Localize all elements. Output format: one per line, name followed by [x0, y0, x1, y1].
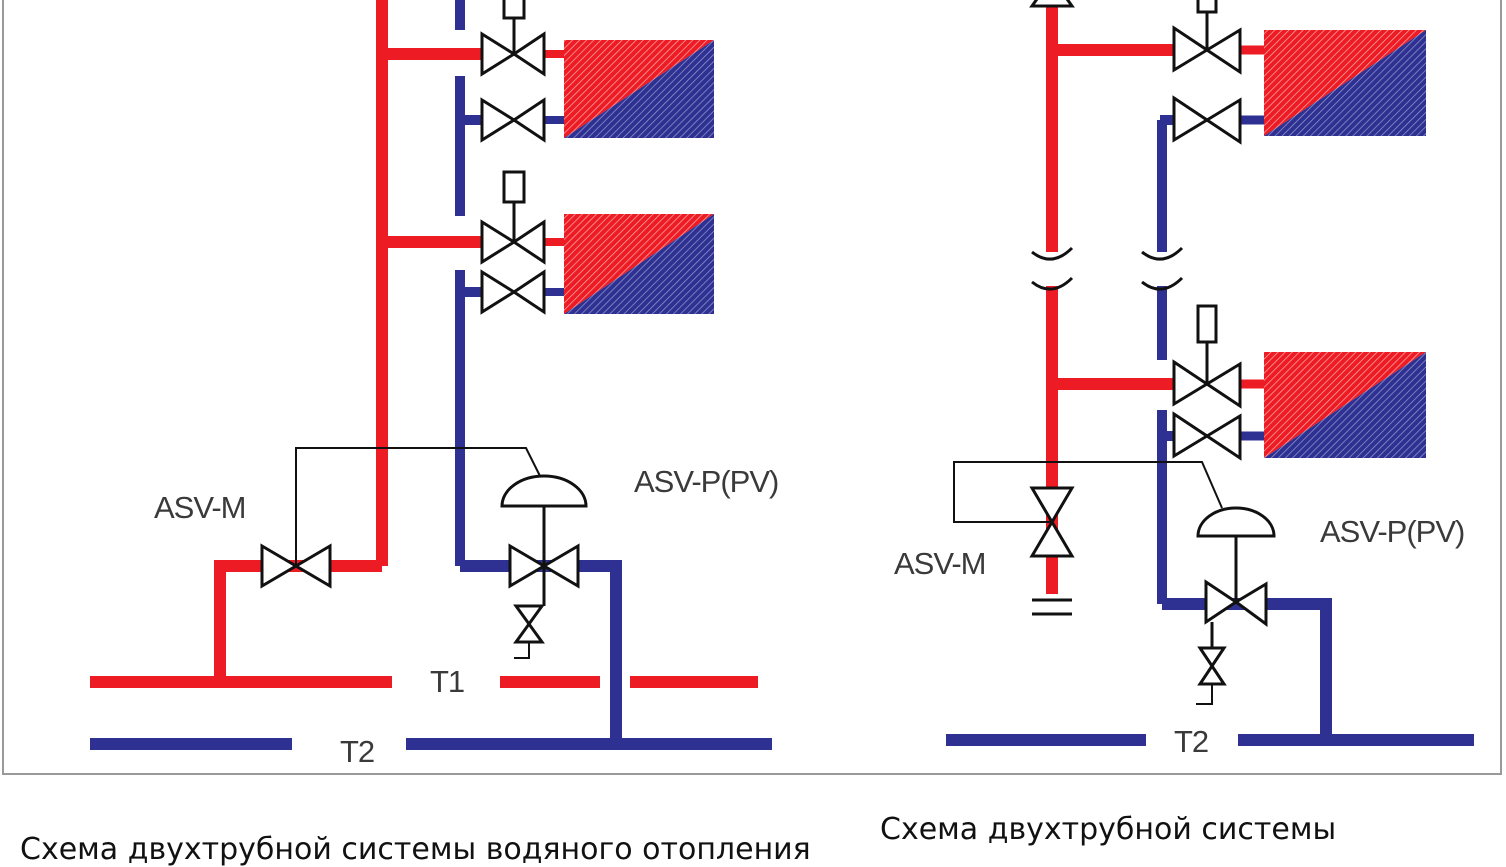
label-t2: T2 [1174, 724, 1208, 759]
radiator-2 [1264, 352, 1426, 458]
label-asv-p: ASV-P(PV) [634, 464, 778, 499]
radiator-1 [564, 40, 714, 138]
impulse-tube [953, 461, 1223, 523]
right-diagram: ASV-M ASV-P(PV) T2 [894, 0, 1474, 759]
label-t2: T2 [340, 734, 374, 769]
impulse-tube [295, 447, 543, 566]
radiator-2 [564, 214, 714, 314]
air-vent-top [1029, 0, 1075, 8]
caption-right: Схема двухтрубной системы [880, 812, 1337, 847]
pipe-break-symbols [1031, 246, 1184, 291]
label-asv-m: ASV-M [894, 546, 985, 581]
label-t1: T1 [430, 664, 464, 699]
asv-p-regulator [500, 474, 588, 659]
asv-m-valve [260, 543, 332, 589]
shutoff-valve-2 [1172, 411, 1242, 461]
shutoff-valve-1 [480, 97, 546, 143]
drain-cap [1032, 598, 1072, 616]
caption-left: Схема двухтрубной системы водяного отопл… [20, 832, 811, 867]
label-asv-p: ASV-P(PV) [1320, 514, 1464, 549]
shutoff-valve-1 [1172, 95, 1242, 145]
right-diagram-panel: ASV-M ASV-P(PV) T2 [866, 0, 1502, 775]
thermostatic-valve-1 [1172, 0, 1242, 75]
thermostatic-valve-2 [480, 170, 546, 265]
left-diagram: ASV-M ASV-P(PV) T1 T2 [90, 0, 779, 769]
radiator-1 [1264, 30, 1426, 136]
shutoff-valve-2 [480, 269, 546, 315]
left-diagram-panel: ASV-M ASV-P(PV) T1 T2 [2, 0, 868, 775]
thermostatic-valve-2 [1172, 304, 1242, 409]
asv-m-valve [1029, 486, 1075, 558]
return-riser [90, 0, 772, 750]
asv-p-regulator [1196, 506, 1276, 705]
label-asv-m: ASV-M [154, 490, 245, 525]
thermostatic-valve-1 [480, 0, 546, 77]
